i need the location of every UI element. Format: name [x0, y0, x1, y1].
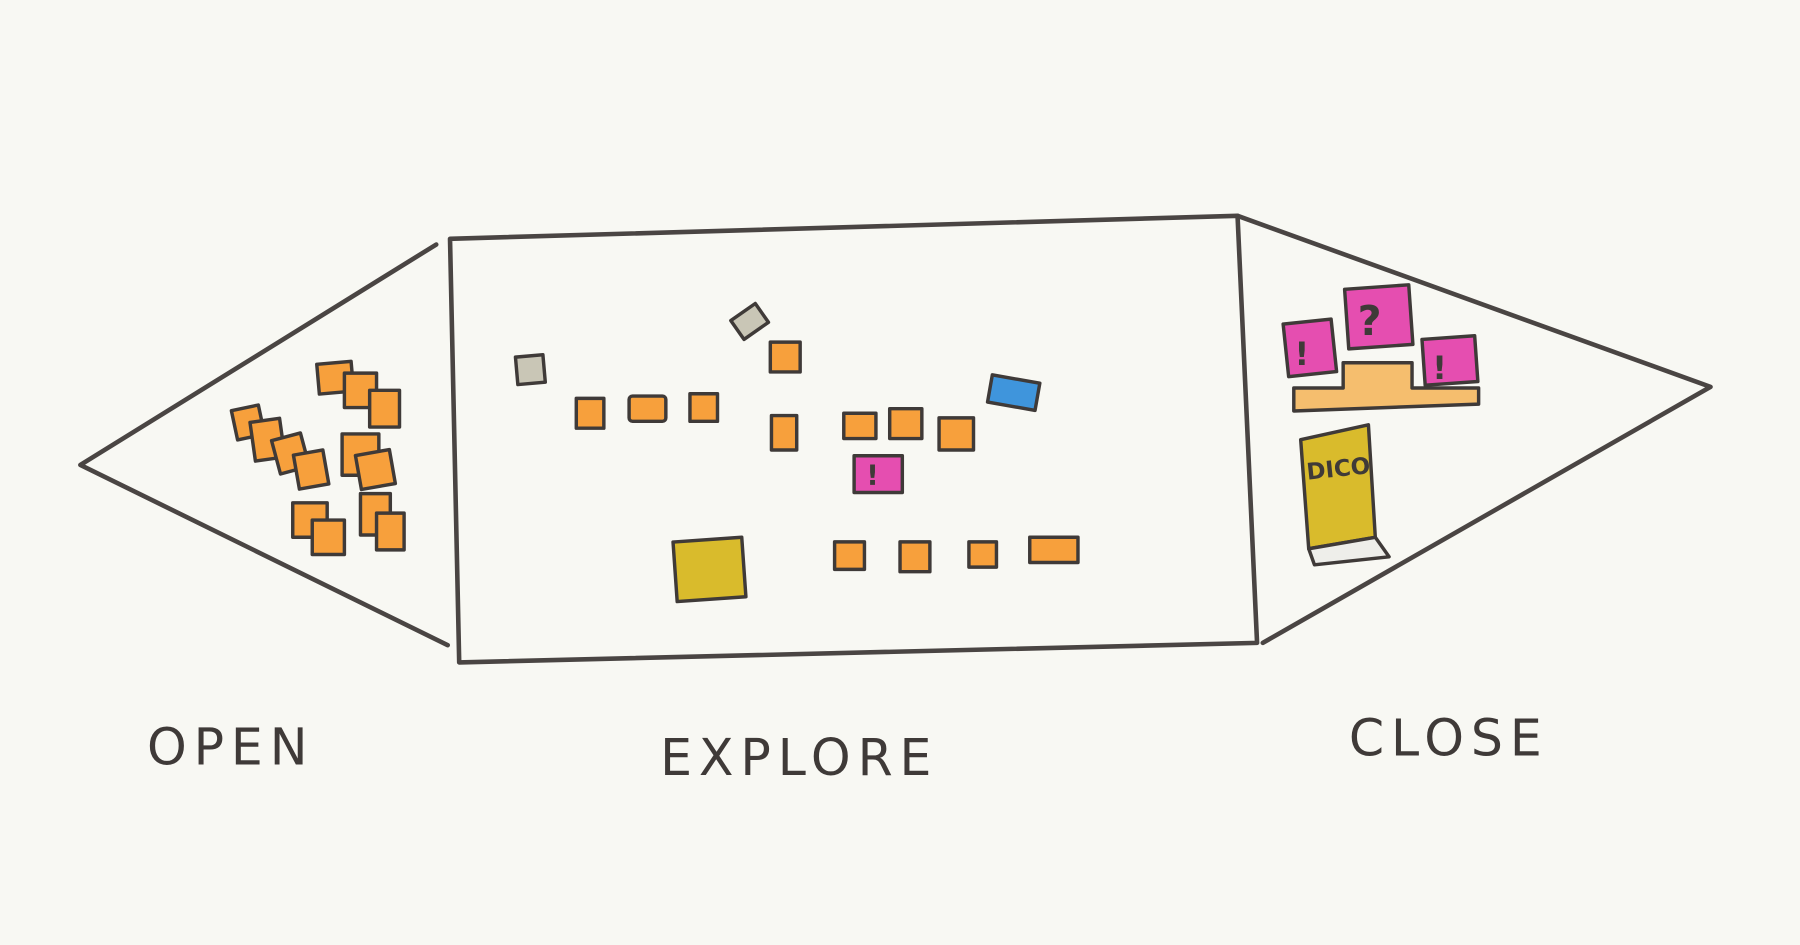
sticky-note [310, 518, 347, 557]
blue-sticky-note [985, 373, 1042, 413]
explore-rectangle [447, 213, 1260, 665]
podium-icon [1292, 361, 1481, 413]
pink-sticky-exclamation: ! [852, 454, 905, 495]
close-content: ! ? ! DICO [1281, 283, 1481, 567]
open-sticky-cluster [229, 359, 406, 557]
sticky-note [574, 396, 606, 430]
sticky-note [768, 340, 802, 374]
label-open: OPEN [147, 718, 314, 777]
sticky-note [842, 411, 878, 441]
svg-text:?: ? [1358, 297, 1382, 345]
sticky-note [937, 416, 976, 452]
sticky-note [367, 388, 402, 429]
sticky-note [1028, 535, 1080, 565]
explore-sticky-notes: ! [513, 301, 1080, 604]
sticky-note [832, 540, 867, 572]
svg-text:!: ! [1432, 349, 1447, 387]
svg-text:!: ! [866, 459, 879, 491]
open-triangle [78, 242, 451, 648]
svg-text:!: ! [1295, 335, 1310, 373]
sticky-note [627, 394, 668, 424]
label-explore: EXPLORE [660, 728, 938, 787]
pink-sticky-exclamation: ! [1281, 317, 1339, 379]
grey-sticky-note [513, 353, 548, 387]
label-close: CLOSE [1349, 708, 1549, 767]
sticky-note [967, 540, 999, 569]
close-triangle [1235, 213, 1713, 646]
sticky-note [887, 406, 924, 441]
sticky-note [769, 413, 799, 452]
pink-sticky-question: ? [1342, 283, 1415, 351]
grey-sticky-note [729, 301, 771, 342]
sticky-note [353, 447, 398, 492]
sticky-note [291, 448, 331, 491]
yellow-sticky-note [671, 535, 748, 604]
sticky-note [374, 511, 406, 552]
sticky-note [898, 540, 932, 574]
dictionary-book-icon: DICO [1298, 423, 1391, 567]
pink-sticky-exclamation: ! [1420, 334, 1480, 387]
sticky-note [688, 392, 720, 424]
